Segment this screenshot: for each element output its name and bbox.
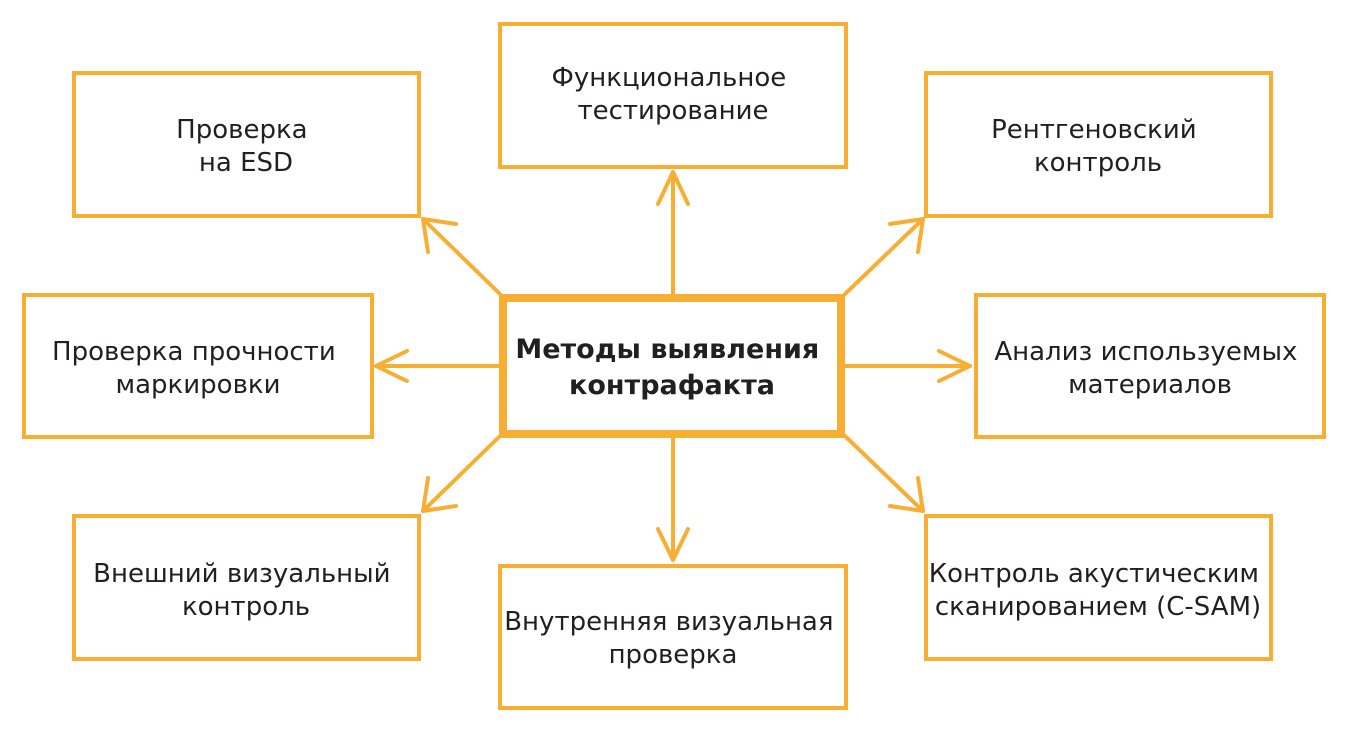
- arrow-to-esd-check: [421, 217, 502, 296]
- arrow-to-internal-visual: [656, 434, 690, 562]
- arrow-to-marking-strength: [374, 349, 502, 383]
- svg-text:Методы выявления контраф: Методы выявления контрафакта: [515, 334, 828, 401]
- svg-text:Контроль акустическим ск: Контроль акустическим сканированием (C-S…: [929, 559, 1268, 622]
- node-internal-visual: Внутренняя визуальная проверка: [498, 564, 848, 710]
- svg-text:Внешний визуальный контр: Внешний визуальный контроль: [93, 559, 399, 622]
- node-external-visual: Внешний визуальный контроль: [72, 514, 421, 661]
- svg-text:Внутренняя визуальная пр: Внутренняя визуальная проверка: [504, 607, 842, 670]
- arrow-to-materials-analysis: [843, 349, 972, 383]
- center-title-line-2: контрафакта: [569, 370, 775, 401]
- svg-text:Функциональное тестирова: Функциональное тестирование: [551, 63, 794, 126]
- svg-text:Проверка на ESD: Проверка на ESD: [176, 115, 316, 178]
- node-label-line: контроль: [1034, 148, 1162, 178]
- center-title-line-1: Методы выявления: [515, 334, 819, 365]
- arrow-to-functional-testing: [656, 170, 690, 296]
- node-label-line: Внешний визуальный: [93, 559, 390, 589]
- arrow-to-external-visual: [421, 434, 502, 513]
- svg-text:Проверка прочности марки: Проверка прочности маркировки: [52, 337, 344, 400]
- node-esd-check: Проверка на ESD: [72, 71, 421, 218]
- node-label-line: маркировки: [116, 370, 281, 400]
- node-label-line: Проверка прочности: [52, 337, 336, 367]
- node-label-line: тестирование: [577, 96, 768, 126]
- node-label-line: проверка: [609, 640, 738, 670]
- node-label-line: Рентгеновский: [991, 115, 1197, 145]
- node-label-line: Проверка: [176, 115, 307, 145]
- center-node: Методы выявления контрафакта: [499, 294, 845, 438]
- node-marking-strength: Проверка прочности маркировки: [22, 293, 374, 439]
- node-label-line: Внутренняя визуальная: [504, 607, 833, 637]
- node-functional-testing: Функциональное тестирование: [498, 22, 848, 169]
- node-label-line: на ESD: [199, 148, 293, 178]
- node-materials-analysis: Анализ используемых материалов: [974, 293, 1326, 439]
- connectors: [374, 170, 972, 562]
- svg-text:Рентгеновский контроль: Рентгеновский контроль: [991, 115, 1205, 178]
- node-label-line: сканированием (C-SAM): [935, 592, 1261, 622]
- arrow-to-acoustic-scan: [843, 434, 925, 513]
- node-label-line: Анализ используемых: [994, 337, 1297, 367]
- node-label-line: контроль: [182, 592, 310, 622]
- arrow-to-xray-control: [843, 217, 925, 296]
- node-xray-control: Рентгеновский контроль: [924, 71, 1273, 218]
- node-label-line: Контроль акустическим: [929, 559, 1259, 589]
- node-label-line: материалов: [1068, 370, 1232, 400]
- svg-text:Анализ используемых мате: Анализ используемых материалов: [994, 337, 1305, 400]
- node-acoustic-scan: Контроль акустическим сканированием (C-S…: [924, 514, 1273, 661]
- node-label-line: Функциональное: [551, 63, 786, 93]
